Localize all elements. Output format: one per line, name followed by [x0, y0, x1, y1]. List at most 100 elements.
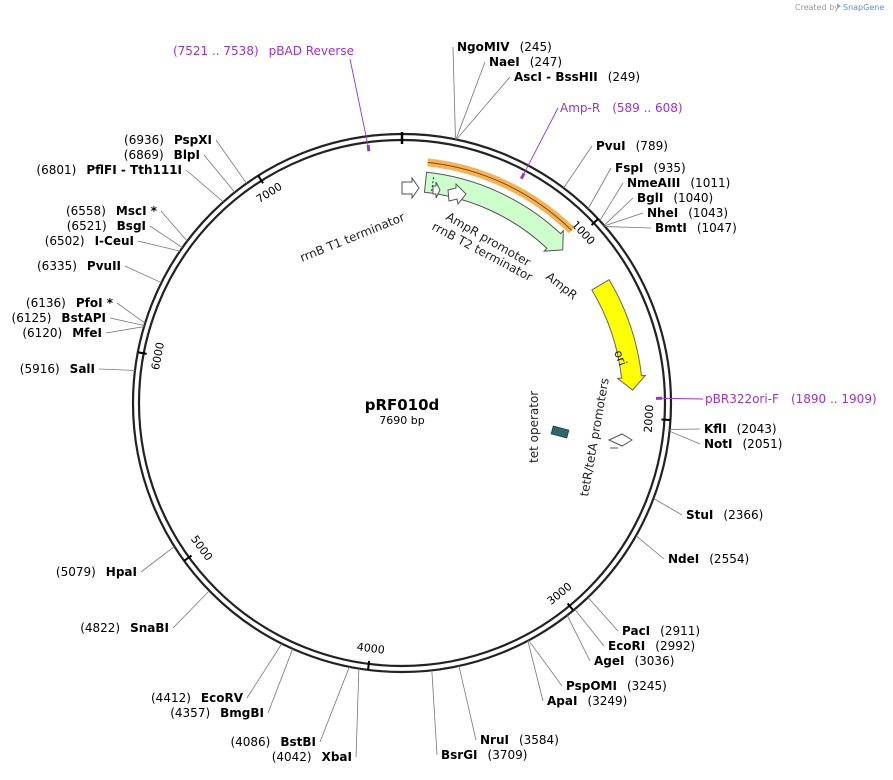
restriction-site: MscI *(6558)	[66, 204, 188, 242]
site-position: (4086)	[230, 735, 270, 749]
site-position: (1047)	[697, 221, 737, 235]
site-leader-line	[452, 46, 456, 140]
site-leader-line	[653, 498, 683, 516]
site-position: (2992)	[655, 639, 695, 653]
site-leader-line	[355, 668, 360, 758]
tick-mark	[367, 660, 371, 670]
site-position: (1040)	[673, 191, 713, 205]
restriction-site: BmgBI (4357)	[170, 648, 294, 720]
restriction-site: BstBI(4086)	[230, 666, 350, 749]
tick-mark	[183, 554, 193, 562]
restriction-site: PfoI *(6136)	[26, 296, 146, 324]
site-position: (3245)	[627, 679, 667, 693]
restriction-site: MfeI(6120)	[22, 326, 145, 340]
restriction-site: I-CeuI (6502)	[45, 234, 181, 252]
site-position: (6120)	[22, 326, 62, 340]
restriction-site: NheI(1043)	[604, 206, 728, 227]
restriction-site: SalI(5916)	[20, 362, 135, 376]
primer-range: (1890 .. 1909)	[791, 392, 877, 406]
site-leader-line	[105, 326, 145, 334]
tick-label: 2000	[642, 404, 657, 433]
credit-watermark: Created by SnapGene	[795, 3, 884, 12]
restriction-site: PspXI(6936)	[124, 133, 247, 184]
site-name: PflFI - Tth111I	[86, 163, 182, 177]
site-name: BmgBI	[220, 706, 264, 720]
site-leader-line	[124, 265, 162, 284]
site-name: PvuI	[596, 139, 626, 153]
ampr-promoter-feature	[447, 182, 467, 206]
restriction-site: PspOMI (3245)	[528, 640, 667, 693]
tetr-tetA-promoters-feature	[607, 433, 633, 449]
site-position: (2554)	[709, 552, 749, 566]
site-leader-line	[563, 145, 593, 189]
credit-text: Created by	[795, 3, 839, 12]
site-position: (5079)	[56, 565, 96, 579]
tick-label: 5000	[188, 533, 215, 563]
site-position: (3584)	[519, 733, 559, 747]
primer-site: Amp-R(589 .. 608)	[519, 101, 683, 180]
site-position: (789)	[636, 139, 668, 153]
site-position: (6869)	[124, 148, 164, 162]
site-position: (6136)	[26, 296, 66, 310]
site-name: I-CeuI	[95, 234, 134, 248]
site-leader-line	[109, 317, 145, 326]
site-leader-line	[635, 535, 665, 560]
primer-leader-line	[522, 107, 559, 176]
ampr-highlight-line	[427, 161, 573, 231]
site-leader-line	[587, 167, 612, 209]
rrnb-t2-terminator-feature	[432, 181, 441, 199]
site-leader-line	[203, 154, 236, 193]
site-position: (6335)	[37, 259, 77, 273]
restriction-site: PvuI (789)	[563, 139, 668, 189]
site-name: BsrGI	[441, 748, 478, 762]
restriction-site: NruI (3584)	[458, 665, 559, 747]
site-leader-line	[603, 197, 634, 226]
tick-label: 3000	[545, 580, 575, 608]
site-position: (247)	[530, 55, 562, 69]
restriction-site: HpaI (5079)	[56, 546, 175, 579]
site-name: NheI	[647, 206, 678, 220]
site-position: (4357)	[170, 706, 210, 720]
site-name: PacI	[622, 624, 650, 638]
restriction-site: ApaI(3249)	[527, 640, 627, 708]
restriction-site: PacI(2911)	[587, 597, 700, 638]
plasmid-length: 7690 bp	[379, 414, 424, 427]
site-name: BstAPI	[61, 311, 106, 325]
tet-operator-feature	[550, 425, 570, 439]
rrnb-t1-terminator-label: rrnB T1 terminator	[298, 210, 407, 265]
site-leader-line	[599, 182, 624, 221]
site-position: (2051)	[743, 437, 783, 451]
site-position: (3709)	[488, 748, 528, 762]
site-leader-line	[455, 61, 486, 140]
primer-name: Amp-R	[560, 101, 600, 115]
site-name: XbaI	[322, 750, 352, 764]
site-leader-line	[116, 302, 146, 324]
site-leader-line	[149, 225, 183, 248]
site-name: ApaI	[547, 694, 577, 708]
site-name: PspOMI	[566, 679, 617, 693]
site-leader-line	[587, 597, 619, 632]
site-position: (3036)	[634, 654, 674, 668]
primer-leader-line	[349, 58, 369, 148]
restriction-sites: NgoMIV(245)NaeI(247)AscI - BssHII(249)Pv…	[12, 40, 783, 764]
site-leader-line	[431, 670, 438, 756]
primer-site: pBAD Reverse(7521 .. 7538)	[173, 44, 371, 152]
site-name: HpaI	[106, 565, 137, 579]
site-leader-line	[566, 615, 591, 662]
site-leader-line	[98, 368, 135, 371]
site-leader-line	[246, 643, 283, 699]
tick-mark	[257, 175, 264, 184]
site-position: (6558)	[66, 204, 106, 218]
restriction-site: BglI(1040)	[603, 191, 713, 226]
site-leader-line	[319, 666, 350, 743]
site-name: BlpI	[174, 148, 200, 162]
site-position: (6502)	[45, 234, 85, 248]
restriction-site: BsrGI (3709)	[431, 670, 528, 762]
site-name: NruI	[480, 733, 509, 747]
credit-brand: SnapGene	[843, 3, 884, 12]
snapgene-logo-icon	[837, 3, 841, 9]
restriction-site: AscI - BssHII(249)	[456, 70, 640, 140]
site-position: (935)	[653, 161, 685, 175]
site-name: SnaBI	[130, 621, 169, 635]
